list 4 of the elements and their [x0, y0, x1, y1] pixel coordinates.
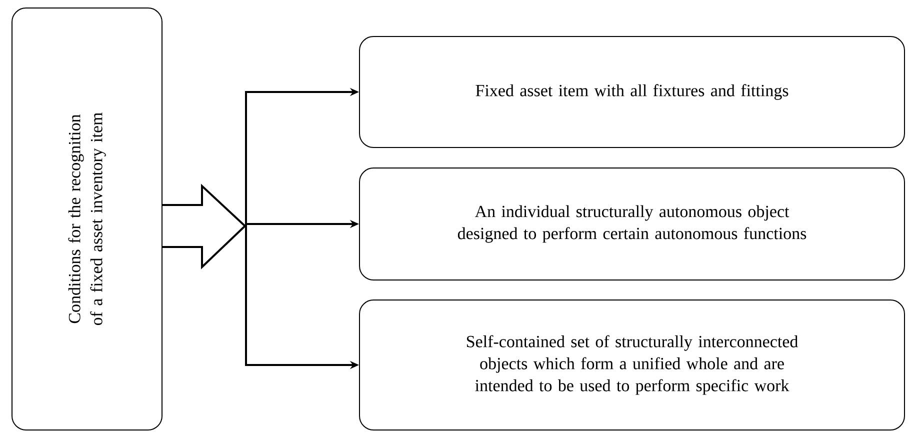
- rounded-box: Fixed asset item with all fixtures and fittings: [359, 36, 905, 148]
- rounded-box: An individual structurally autonomous object designed to perform certain autonomous functions: [359, 168, 905, 280]
- rounded-box: Self-contained set of structurally interconnected objects which form a unified whole and are intended to be used to perform specific work: [359, 300, 905, 430]
- condition-box: Conditions for the recognition of a fixed asset inventory item: [12, 8, 162, 430]
